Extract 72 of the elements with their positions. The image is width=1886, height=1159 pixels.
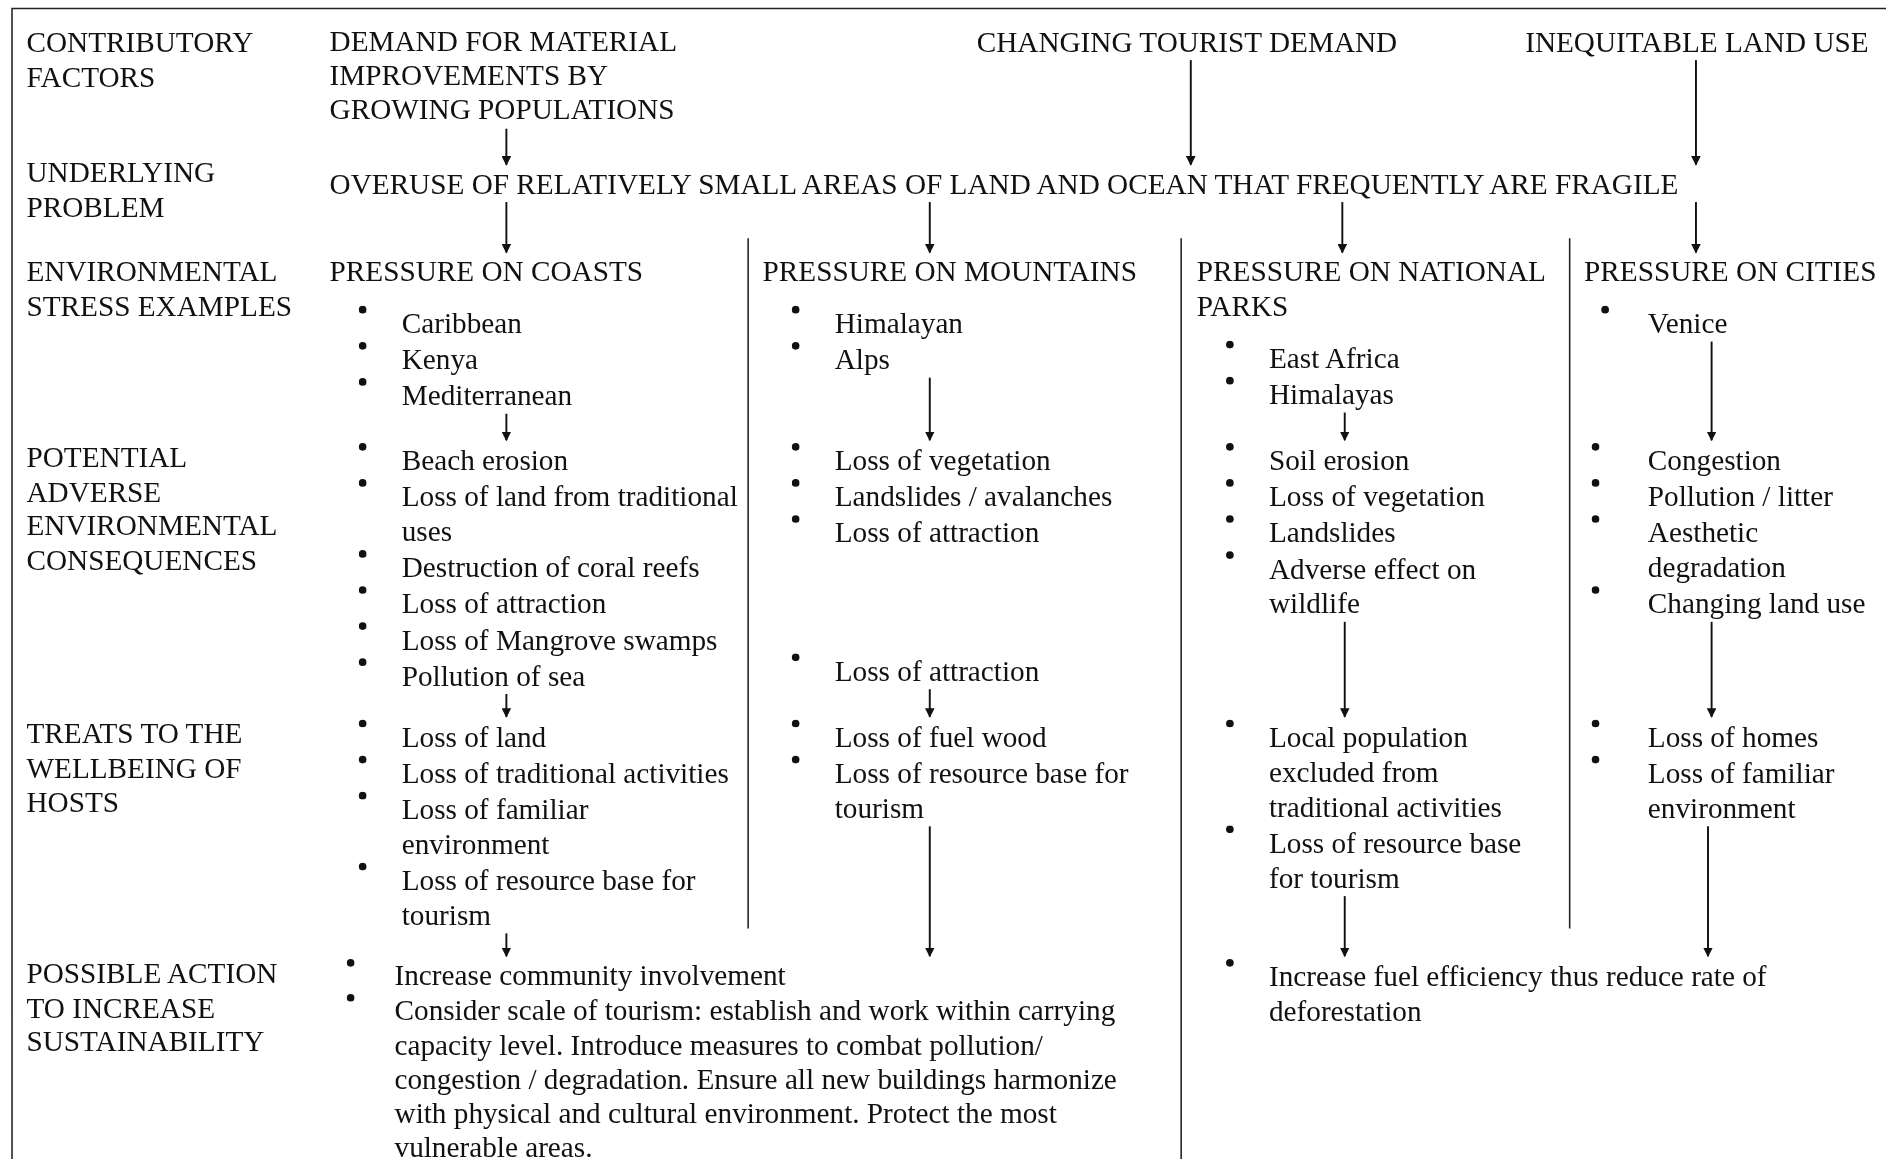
arrow (1706, 620, 1717, 718)
bullet-item: Loss of vegetation (762, 442, 1172, 478)
arrow (924, 201, 935, 254)
arrow (501, 693, 512, 718)
bullet-item: Loss of attraction (762, 653, 1172, 688)
row-label: TREATS TO THE WELLBEING OF HOSTS (26, 716, 244, 820)
bullet-item: Increase fuel efficiency thus reduce rate of deforestation (1196, 958, 1789, 1029)
row-label: ENVIRONMENTAL STRESS EXAMPLES (26, 255, 293, 324)
column-heading: PRESSURE ON MOUNTAINS (762, 254, 1138, 289)
bullet-item: Loss of land (329, 719, 739, 755)
arrow (1706, 340, 1717, 442)
bullet-item: East Africa (1196, 340, 1564, 376)
arrow (1185, 59, 1196, 166)
bullet-item: Loss of attraction (762, 514, 1172, 550)
bullet-item: Loss of resource base for tourism (329, 862, 739, 933)
arrow (1337, 201, 1348, 254)
bullet-item: Landslides / avalanches (762, 478, 1172, 514)
bullet-item: Soil erosion (1196, 442, 1558, 478)
row-label: POSSIBLE ACTION TO INCREASE SUSTAINABILITY (26, 956, 279, 1060)
arrow (501, 412, 512, 442)
bullet-item: Loss of land from traditional uses (329, 478, 739, 549)
arrow (1339, 895, 1350, 958)
row-label: UNDERLYING PROBLEM (26, 155, 217, 224)
bullet-item: Caribbean (329, 305, 739, 341)
arrow (1703, 825, 1713, 958)
bullet-item: Himalayas (1196, 376, 1564, 412)
bullet-item: Venice (1584, 305, 1879, 341)
bullet-item: Loss of resource base for tourism (1196, 825, 1558, 895)
bullet-item: Loss of Mangrove swamps (329, 621, 739, 657)
bullet-item: Pollution / litter (1567, 478, 1883, 514)
arrow (501, 127, 512, 166)
column-heading: PRESSURE ON COASTS (329, 254, 644, 289)
bullet-item: Landslides (1196, 514, 1558, 550)
column-heading: PRESSURE ON NATIONAL PARKS (1196, 254, 1546, 324)
bullet-item: Congestion (1567, 442, 1883, 478)
bullet-item: Local population excluded from traditional activities (1196, 719, 1558, 824)
bullet-item: Loss of attraction (329, 585, 739, 621)
bullet-item: Himalayan (762, 305, 1172, 341)
stage-text: CHANGING TOURIST DEMAND (976, 24, 1399, 59)
bullet-item: Changing land use (1567, 585, 1883, 621)
arrow (1339, 411, 1350, 442)
row-label: POTENTIAL ADVERSE ENVIRONMENTAL CONSEQUENCES (26, 440, 278, 578)
arrow (501, 201, 512, 254)
bullet-item: Beach erosion (329, 442, 739, 478)
arrow (1691, 59, 1701, 166)
bullet-item: Loss of resource base for tourism (762, 755, 1172, 826)
bullet-item: Loss of familiar environment (329, 791, 739, 862)
row-label: CONTRIBUTORY FACTORS (26, 25, 254, 94)
bullet-item: Adverse effect on wildlife (1196, 550, 1558, 621)
arrow (501, 932, 512, 958)
bullet-item: Consider scale of tourism: establish and work within carrying capacity level. Introduce measures to combat pollution/ congestion / degradation. Ensure all new buildings harmonize with physical and cultural environment. Protect the most vulnerable areas. (322, 994, 1131, 1159)
bullet-item: Pollution of sea (329, 657, 739, 693)
arrow (924, 376, 935, 442)
arrow (924, 688, 935, 718)
bullet-item: Alps (762, 341, 1172, 377)
arrow (1339, 620, 1350, 718)
arrow (1691, 201, 1701, 254)
bullet-item: Increase community involvement (322, 958, 1131, 993)
stage-text: OVERUSE OF RELATIVELY SMALL AREAS OF LAND AND OCEAN THAT FREQUENTLY ARE FRAGILE (329, 166, 1680, 201)
bullet-item: Destruction of coral reefs (329, 549, 739, 585)
stage-text: DEMAND FOR MATERIAL IMPROVEMENTS BY GROWING POPULATIONS (329, 24, 677, 127)
bullet-item: Aesthetic degradation (1567, 514, 1883, 585)
bullet-item: Loss of fuel wood (762, 719, 1172, 755)
bullet-item: Mediterranean (329, 377, 739, 413)
bullet-item: Loss of traditional activities (329, 755, 739, 791)
bullet-item: Loss of homes (1567, 719, 1883, 755)
bullet-item: Loss of vegetation (1196, 478, 1558, 514)
bullet-item: Kenya (329, 341, 739, 377)
column-heading: PRESSURE ON CITIES (1584, 254, 1878, 289)
bullet-item: Loss of familiar environment (1567, 755, 1883, 826)
arrow (924, 825, 935, 958)
stage-text: INEQUITABLE LAND USE (1525, 24, 1870, 59)
